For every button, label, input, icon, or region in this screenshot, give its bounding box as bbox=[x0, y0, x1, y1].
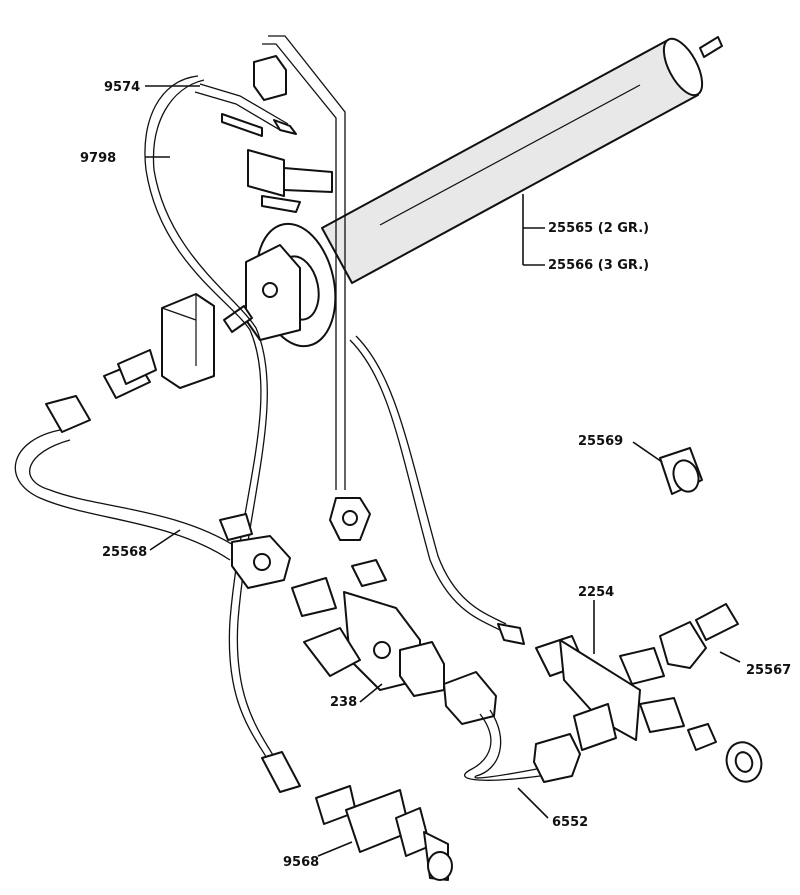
valve-238 bbox=[291, 559, 445, 697]
label-9574: 9574 bbox=[104, 80, 140, 95]
label-238: 238 bbox=[330, 695, 357, 710]
burner-flange bbox=[245, 222, 337, 348]
tee-2254 bbox=[535, 635, 685, 751]
label-25565: 25565 (2 GR.) bbox=[548, 221, 649, 236]
gas-tube-25568 bbox=[14, 395, 291, 589]
label-9568: 9568 bbox=[283, 855, 319, 870]
igniter-9568 bbox=[315, 785, 453, 881]
electrode-leads bbox=[194, 83, 297, 137]
pilot-tube-2254 bbox=[349, 335, 525, 645]
label-2254: 2254 bbox=[578, 585, 614, 600]
label-25568: 25568 bbox=[102, 545, 147, 560]
orifice-block bbox=[161, 293, 253, 389]
cap-25569 bbox=[659, 447, 703, 495]
nuts-right bbox=[687, 723, 763, 783]
fitting-25567 bbox=[659, 603, 739, 669]
pilot-bracket bbox=[247, 149, 333, 213]
label-25569: 25569 bbox=[578, 434, 623, 449]
label-6552: 6552 bbox=[552, 815, 588, 830]
label-25567: 25567 bbox=[746, 663, 791, 678]
inlet-fitting bbox=[103, 349, 157, 399]
pilot-supply-tube bbox=[253, 35, 371, 541]
thermocouple-lead bbox=[144, 75, 301, 793]
label-25566: 25566 (3 GR.) bbox=[548, 258, 649, 273]
burner-tube bbox=[321, 36, 723, 284]
leader-lines bbox=[145, 85, 741, 857]
label-9798: 9798 bbox=[80, 151, 116, 166]
part-labels: 9574 9798 25565 (2 GR.) 25566 (3 GR.) 25… bbox=[80, 80, 791, 870]
tube-6552 bbox=[443, 671, 581, 783]
